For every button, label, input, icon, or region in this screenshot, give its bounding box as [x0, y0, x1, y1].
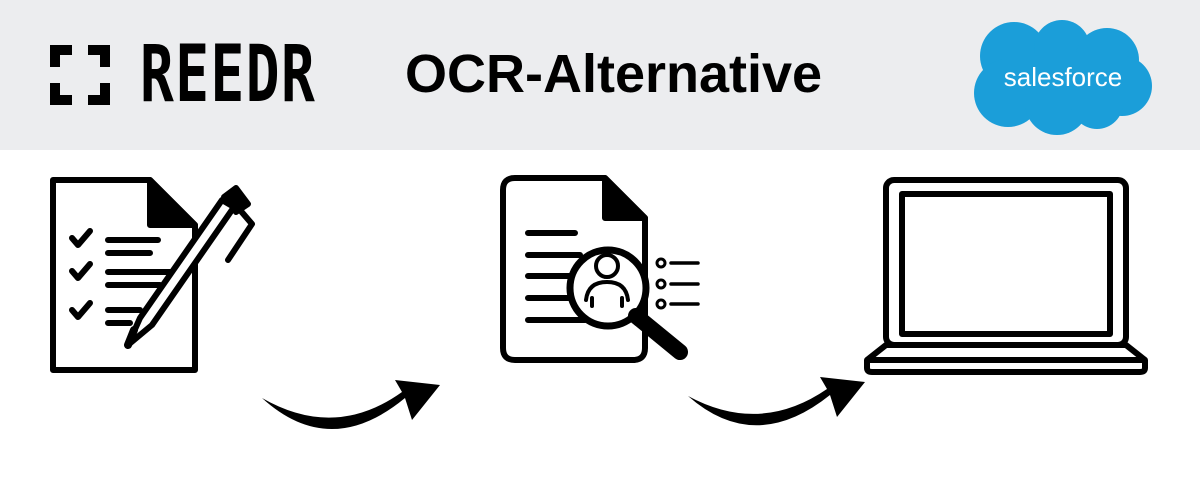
page-title: OCR-Alternative	[405, 44, 823, 104]
salesforce-cloud-icon	[974, 20, 1152, 135]
reedr-logo: REEDR	[48, 30, 385, 120]
laptop-icon	[864, 177, 1148, 375]
document-person-search-icon	[500, 175, 700, 363]
salesforce-logo: salesforce	[972, 18, 1154, 136]
header-banner: REEDR OCR-Alternative salesforce	[0, 0, 1200, 150]
curved-arrow-icon	[262, 380, 440, 429]
signed-checklist-document-icon	[50, 177, 255, 373]
brand-name: REEDR	[140, 30, 317, 120]
salesforce-wordmark: salesforce	[1003, 62, 1123, 92]
curved-arrow-icon	[688, 377, 865, 426]
bracket-logo-icon	[50, 45, 110, 105]
